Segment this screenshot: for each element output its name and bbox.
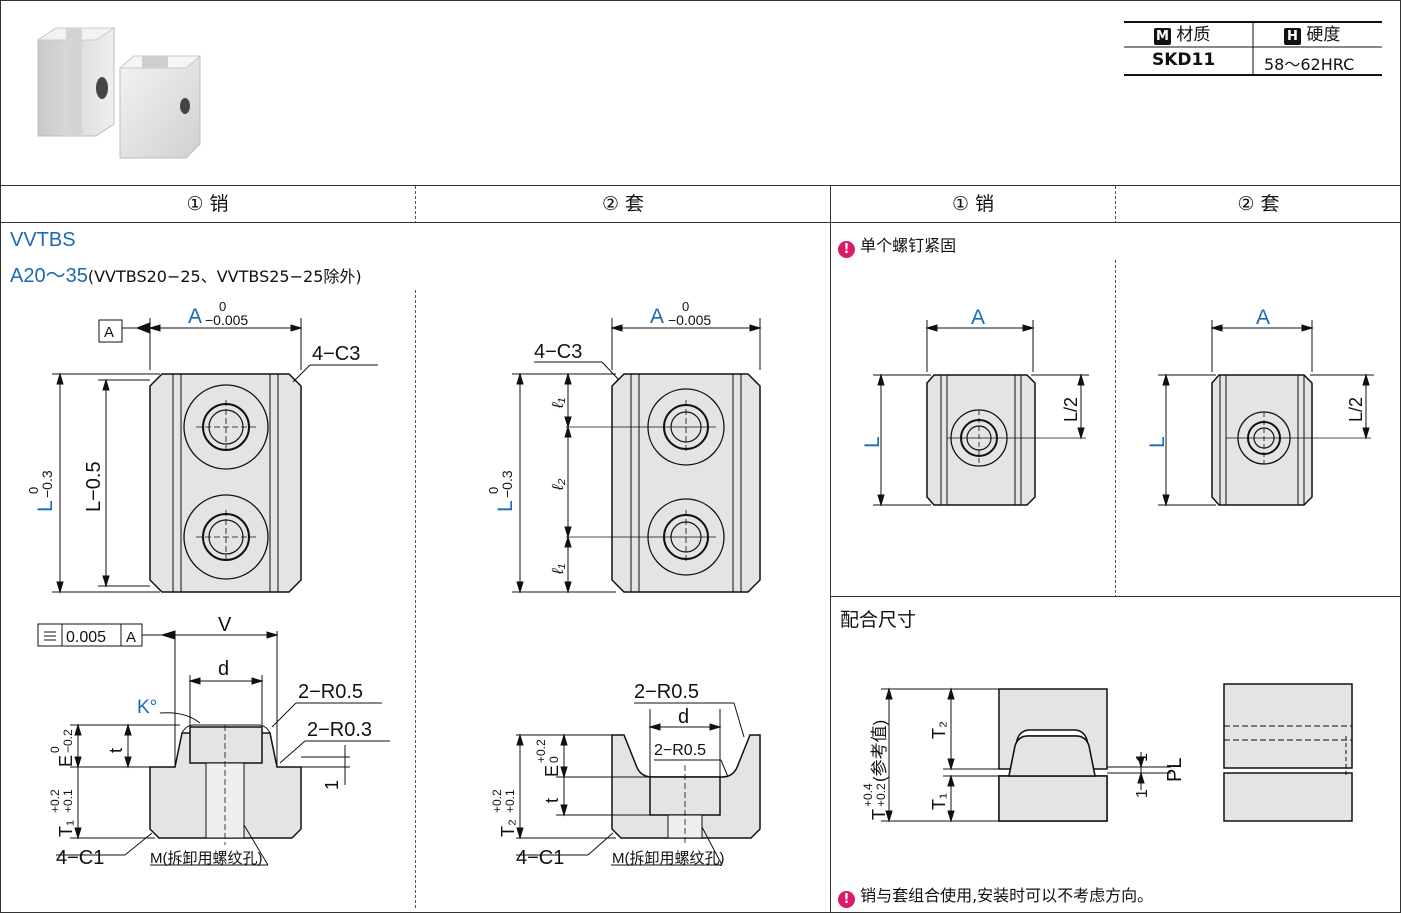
m-badge-icon: M	[1154, 28, 1171, 45]
fit-dim-t-tol-bottom: +0.2	[874, 783, 888, 807]
right-pin-view: A L L/2	[861, 306, 1089, 507]
right-sleeve-view: A L L/2	[1146, 306, 1374, 507]
sleeve-dim-e-tol-top: +0.2	[534, 739, 548, 763]
right-pin-dim-l: L	[861, 436, 884, 448]
pin-dim-v: V	[218, 614, 232, 636]
sleeve-dim-a-tol-bottom: −0.005	[668, 312, 711, 328]
model-range: A20～35(VVTBS20−25、VVTBS25−25除外)	[10, 259, 362, 288]
pin-dim-e: E	[56, 755, 76, 767]
product-photo	[36, 27, 202, 159]
fit-dim-t1: T₁	[929, 793, 949, 810]
single-screw-note: ! 单个螺钉紧固	[838, 232, 956, 258]
sleeve-dim-t: t	[542, 798, 562, 803]
sleeve-dim-t2-tol-top: +0.2	[490, 789, 504, 813]
material-value: SKD11	[1152, 50, 1216, 70]
bottom-note: ! 销与套组合使用,安装时可以不考虑方向。	[838, 882, 1153, 908]
pin-chamfer-c3: 4−C3	[312, 343, 360, 365]
fit-dim-one-top: 1	[1134, 753, 1151, 762]
pin-sym-datum: A	[126, 629, 136, 646]
warning-icon: !	[838, 241, 855, 258]
material-header-label: 材质	[1176, 25, 1211, 45]
hardness-header-label: 硬度	[1306, 25, 1341, 45]
sleeve-dim-d: d	[678, 706, 689, 728]
hardness-header: H 硬度	[1284, 24, 1340, 46]
pin-r03: 2−R0.3	[307, 719, 372, 741]
sleeve-r05: 2−R0.5	[634, 681, 699, 703]
sleeve-chamfer-c1: 4−C1	[516, 847, 564, 869]
pin-dim-t1-tol-top: +0.2	[48, 789, 62, 813]
header-pin-right: ① 销	[951, 193, 995, 215]
pin-dim-one: 1	[322, 780, 342, 790]
right-pin-dim-l-half: L/2	[1061, 397, 1081, 422]
pin-dim-a-tol-bottom: −0.005	[205, 312, 248, 328]
sleeve-m-note: M(拆卸用螺纹孔)	[612, 850, 725, 867]
model-range-main: A20～35	[10, 265, 88, 287]
warning-icon: !	[838, 891, 855, 908]
material-table-lines	[1124, 21, 1382, 76]
hardness-value: 58～62HRC	[1264, 55, 1355, 74]
pin-dim-t1: T₁	[56, 820, 76, 837]
fit-dim-t2: T₂	[929, 721, 949, 739]
material-header: M 材质	[1154, 24, 1210, 46]
sleeve-dim-a-tol-top: 0	[682, 299, 689, 314]
right-sleeve-dim-l: L	[1146, 436, 1169, 448]
pin-dim-d: d	[218, 658, 229, 680]
pin-dim-l-tol-top: 0	[26, 487, 41, 494]
single-screw-note-text: 单个螺钉紧固	[860, 236, 957, 255]
pin-top-view: A 0 −0.005 A 4−C3 L 0 −0.3 L−0.5	[26, 299, 378, 594]
fit-dim-t-tol-top: +0.4	[861, 783, 875, 807]
sleeve-top-view: A 0 −0.005 4−C3 L 0 −0.3 ℓ₁ ℓ₂ ℓ₁	[486, 299, 762, 594]
sleeve-dim-l: L	[494, 500, 517, 512]
pin-dim-l-minus: L−0.5	[83, 461, 105, 512]
pin-dim-a: A	[188, 305, 202, 328]
sleeve-dim-l-tol-bottom: −0.3	[499, 470, 515, 498]
pin-datum-a: A	[104, 324, 114, 341]
sleeve-dim-l1-bottom: ℓ₁	[550, 564, 567, 575]
pin-chamfer-c1: 4−C1	[56, 847, 104, 869]
sleeve-dim-e: E	[542, 765, 562, 777]
pin-dim-t: t	[106, 748, 126, 753]
right-pin-dim-a: A	[971, 306, 985, 329]
pin-dim-t1-tol-bottom: +0.1	[61, 789, 75, 813]
sleeve-dim-l-tol-top: 0	[486, 487, 501, 494]
pin-dim-l: L	[34, 500, 57, 512]
h-badge-icon: H	[1284, 28, 1301, 45]
fit-dim-one-bottom: 1	[1134, 789, 1151, 798]
header-sleeve-right: ② 套	[1237, 193, 1280, 215]
sleeve-r05-inner: 2−R0.5	[654, 742, 706, 759]
model-range-note: (VVTBS20−25、VVTBS25−25除外)	[87, 267, 362, 286]
material-table: M 材质 H 硬度 SKD11 58～62HRC	[1124, 21, 1382, 77]
sleeve-dim-t2-tol-bottom: +0.1	[503, 789, 517, 813]
pin-sym-tol: 0.005	[66, 629, 106, 646]
pin-dim-l-tol-bottom: −0.3	[39, 470, 55, 498]
sleeve-dim-l2: ℓ₂	[550, 479, 567, 491]
pin-dim-k: K°	[137, 697, 157, 718]
pin-m-note: M(拆卸用螺纹孔)	[150, 850, 263, 867]
sleeve-dim-a: A	[650, 305, 664, 328]
header-pin: ① 销	[186, 193, 229, 215]
pin-dim-a-tol-top: 0	[219, 299, 226, 314]
fit-dim-t: T	[869, 809, 889, 820]
pin-dim-e-tol-bottom: −0.2	[61, 729, 75, 753]
pin-r05: 2−R0.5	[298, 681, 363, 703]
header-sleeve: ② 套	[601, 193, 645, 215]
model-code: VVTBS	[10, 229, 76, 251]
fit-title: 配合尺寸	[840, 609, 917, 631]
fit-diagram: 1 1 PL T₂ T₁ T +0.4 +0.2 (参考值)	[861, 683, 1353, 823]
sleeve-dim-l1-top: ℓ₁	[550, 398, 567, 409]
fit-dim-t-note: (参考值)	[870, 720, 889, 782]
sleeve-dim-e-tol-bottom: 0	[547, 756, 561, 763]
sleeve-chamfer-c3: 4−C3	[534, 341, 582, 363]
sleeve-side-view: 2−R0.5 d 2−R0.5 E +0.2 0 t T₂ +0.2 +0.1 …	[490, 681, 761, 869]
pin-dim-e-tol-top: 0	[48, 746, 62, 753]
sleeve-dim-t2: T₂	[498, 819, 518, 837]
bottom-note-text: 销与套组合使用,安装时可以不考虑方向。	[860, 886, 1154, 905]
pin-side-view: 0.005 A V d K° 2−R0.5 2−R0.3 1 t E 0 −0.…	[37, 614, 390, 869]
right-sleeve-dim-l-half: L/2	[1346, 397, 1366, 422]
fit-pl: PL	[1164, 758, 1186, 782]
right-sleeve-dim-a: A	[1256, 306, 1270, 329]
